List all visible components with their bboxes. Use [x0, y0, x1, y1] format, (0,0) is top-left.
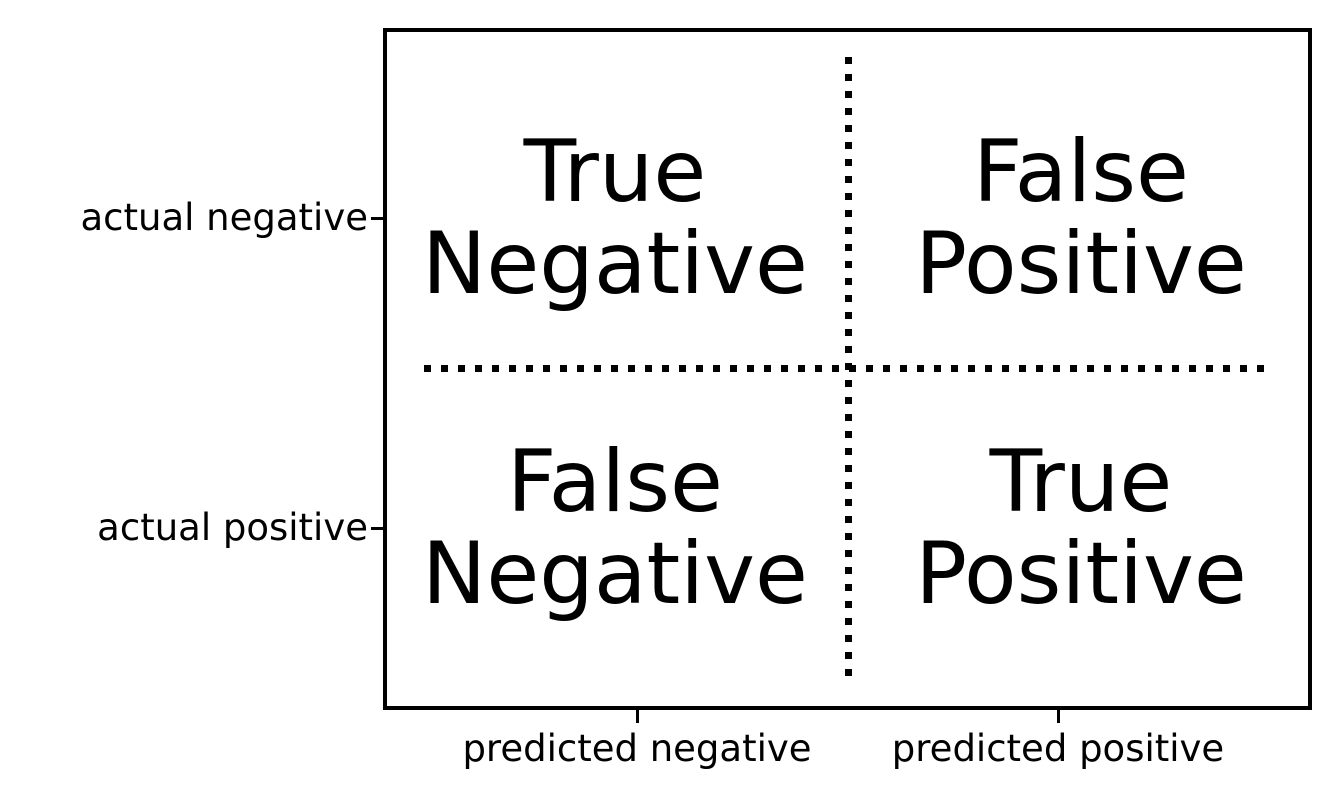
cell-false-negative: False Negative	[422, 431, 808, 624]
y-tick-mark-actual-negative	[371, 217, 384, 220]
y-tick-mark-actual-positive	[371, 527, 384, 530]
y-tick-label-actual-negative: actual negative	[80, 196, 368, 239]
y-tick-label-actual-positive: actual positive	[97, 506, 368, 549]
x-tick-mark-predicted-negative	[636, 710, 639, 723]
x-tick-label-predicted-negative: predicted negative	[462, 727, 812, 770]
cell-true-positive: True Positive	[915, 431, 1247, 624]
cell-true-negative: True Negative	[422, 121, 808, 314]
vertical-divider-dotted-line	[845, 57, 852, 683]
x-tick-label-predicted-positive: predicted positive	[891, 727, 1225, 770]
cell-false-positive: False Positive	[915, 121, 1247, 314]
x-tick-mark-predicted-positive	[1057, 710, 1060, 723]
